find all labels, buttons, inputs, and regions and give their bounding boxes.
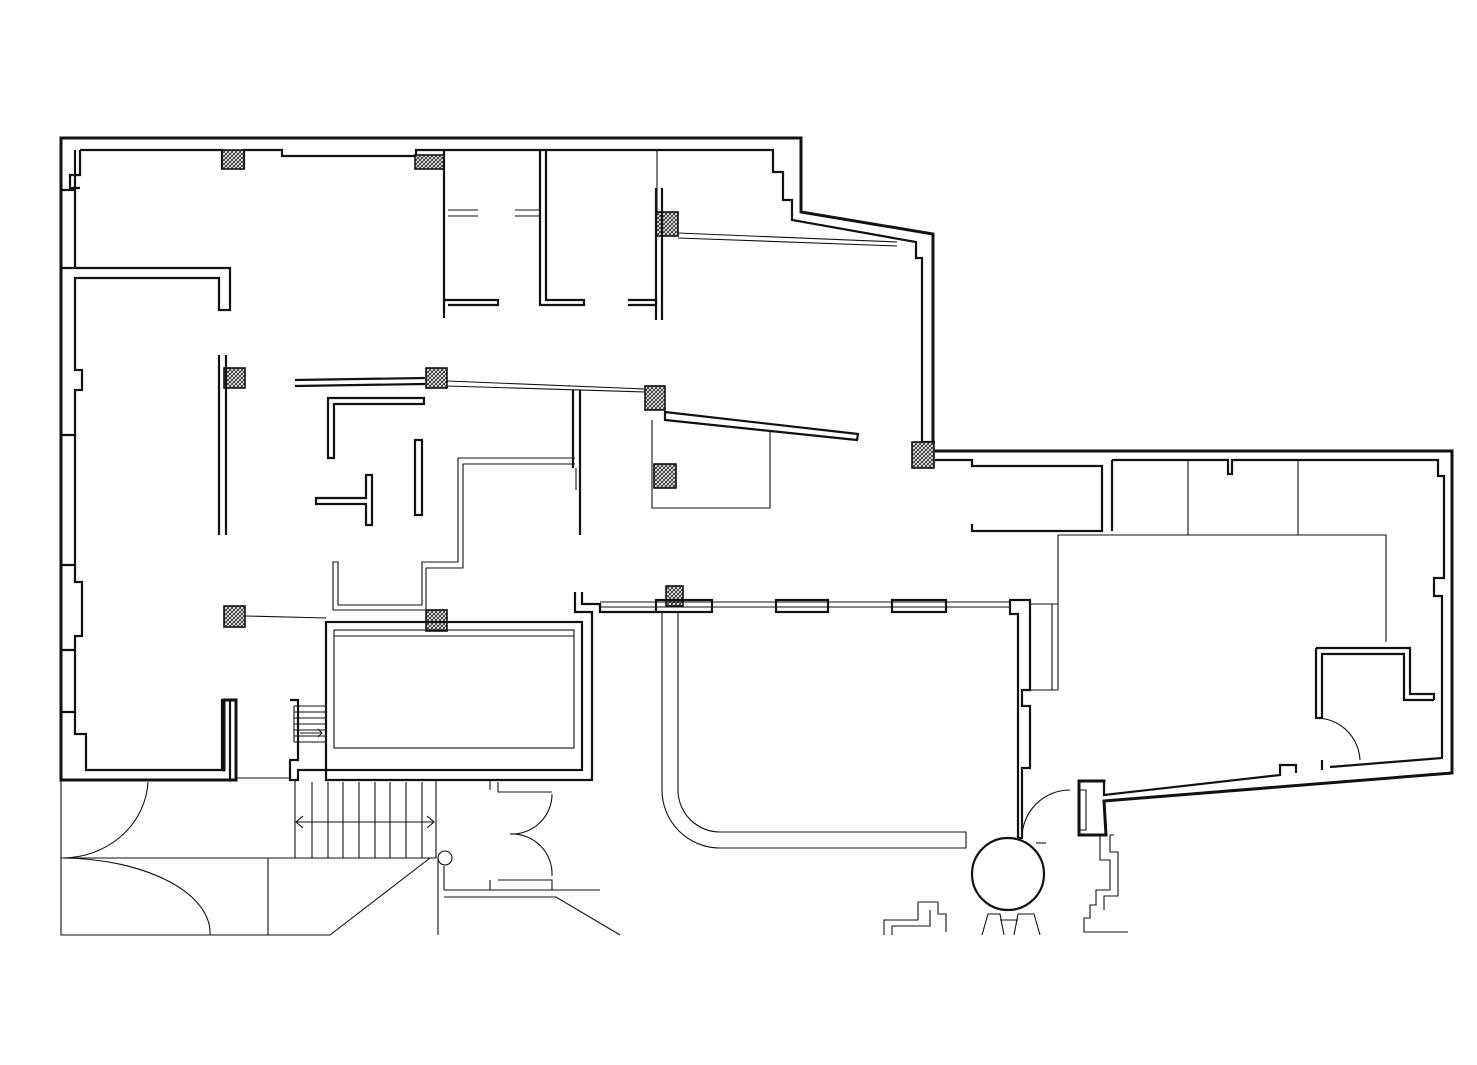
- exterior-ground: [60, 780, 621, 936]
- interior-partitions: [217, 150, 1436, 840]
- column: [414, 154, 445, 170]
- column: [425, 609, 448, 632]
- door-swing: [1315, 717, 1361, 761]
- column: [223, 605, 246, 628]
- column: [223, 367, 246, 389]
- column: [655, 211, 679, 237]
- curved-low-wall: [661, 612, 967, 849]
- column: [665, 585, 684, 607]
- column: [911, 441, 935, 469]
- column: [221, 149, 245, 170]
- exterior-wall: [59, 136, 1454, 837]
- stair-small: [293, 705, 326, 743]
- pool: [324, 620, 584, 772]
- round-feature: [970, 789, 1071, 912]
- stair-main: [294, 780, 437, 859]
- left-wall: [61, 150, 232, 780]
- column: [644, 385, 666, 411]
- column: [425, 367, 448, 389]
- column: [653, 463, 677, 489]
- outbuildings: [883, 789, 1128, 936]
